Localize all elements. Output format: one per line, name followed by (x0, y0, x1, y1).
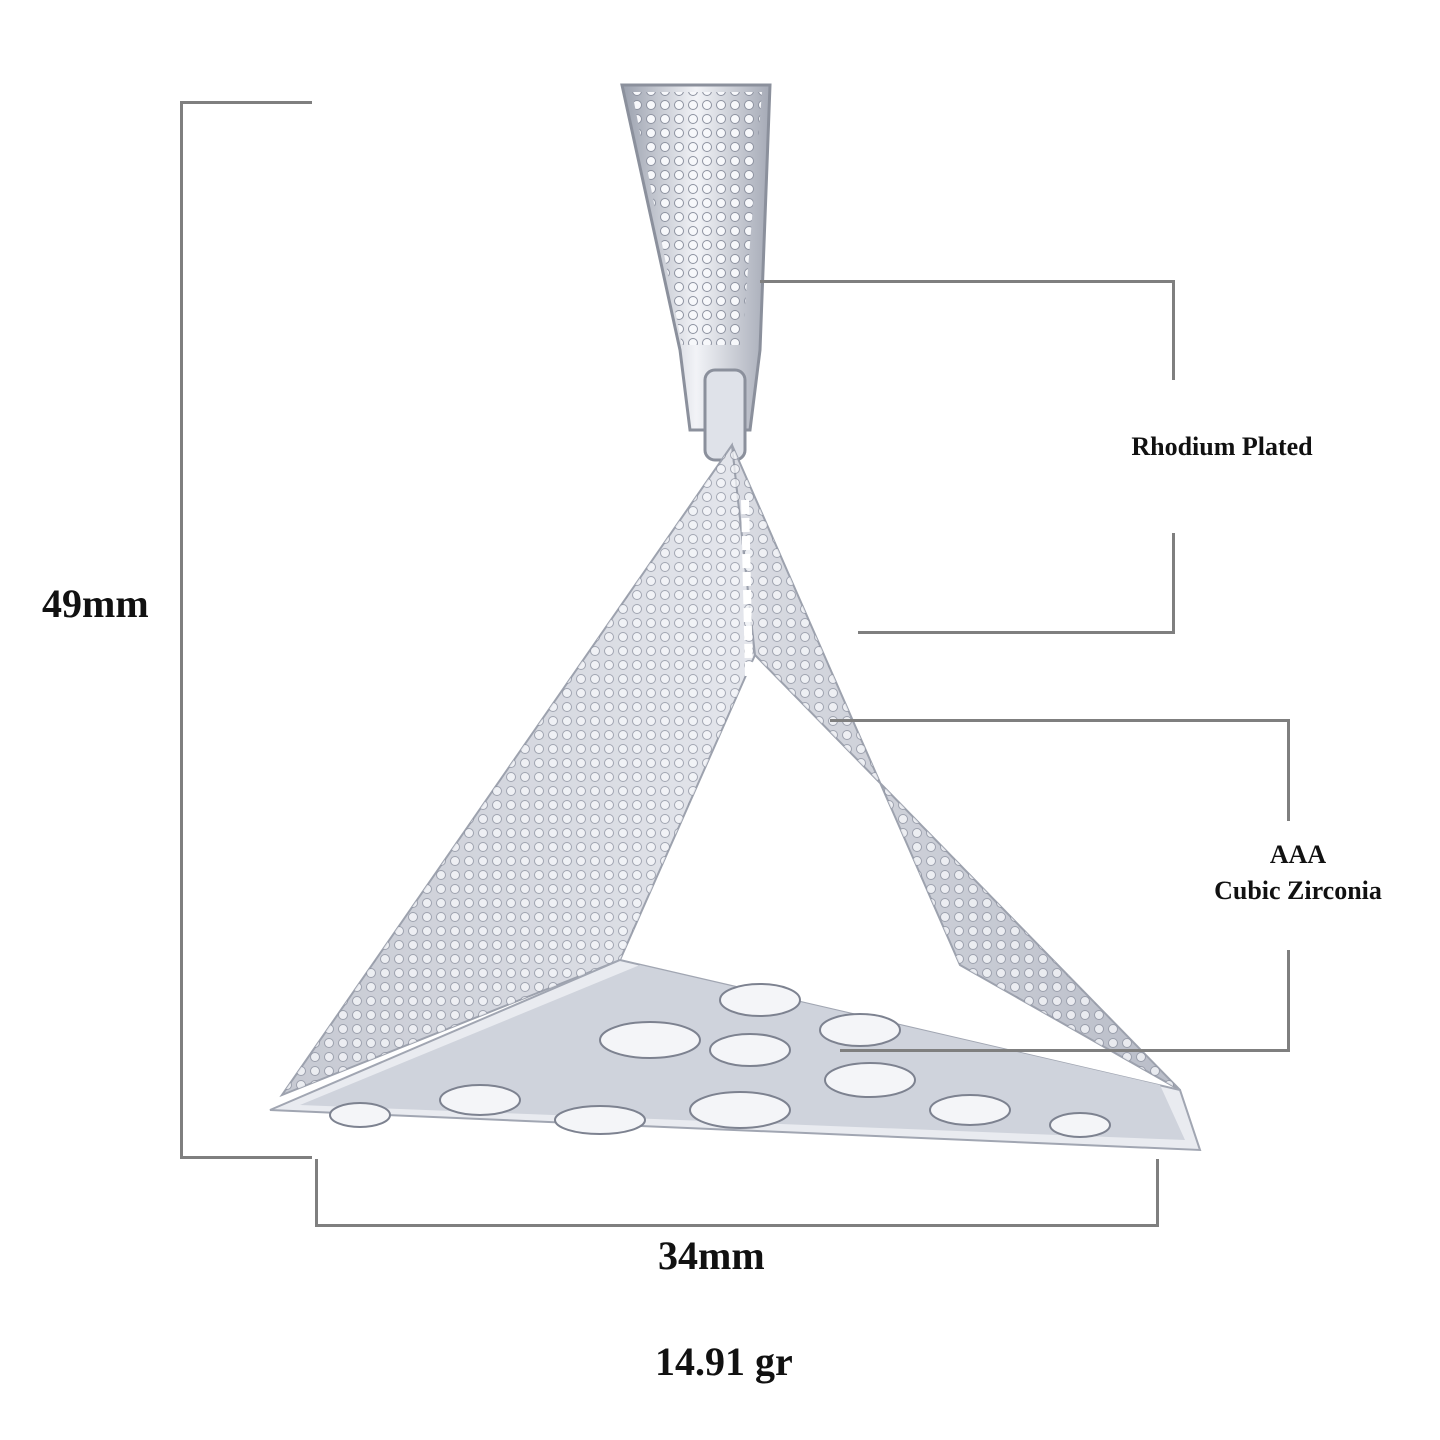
height-dimension-line (180, 101, 183, 1159)
width-label: 34mm (658, 1233, 765, 1278)
rhodium-callout-line (1172, 533, 1175, 634)
width-dimension-line (315, 1224, 1159, 1227)
cz-label-grade: AAA (1269, 840, 1327, 869)
weight-label: 14.91 gr (655, 1339, 793, 1384)
cz-callout-line (830, 719, 1290, 722)
height-dimension-bottom-tick (180, 1156, 312, 1159)
width-dimension-right-tick (1156, 1159, 1159, 1227)
height-label: 49mm (42, 581, 149, 626)
height-dimension-top-tick (180, 101, 312, 104)
cz-label-material: Cubic Zirconia (1214, 876, 1382, 905)
rhodium-callout-line (858, 631, 1175, 634)
width-dimension-left-tick (315, 1159, 318, 1227)
rhodium-plated-label: Rhodium Plated (1131, 432, 1313, 461)
pyramid (269, 442, 1202, 1152)
rhodium-callout-line (1172, 280, 1175, 380)
cz-callout-line (1287, 950, 1290, 1052)
cz-callout-line (840, 1049, 1290, 1052)
rhodium-callout-line (760, 280, 1175, 283)
cz-callout-line (1287, 719, 1290, 821)
bail (620, 83, 772, 462)
